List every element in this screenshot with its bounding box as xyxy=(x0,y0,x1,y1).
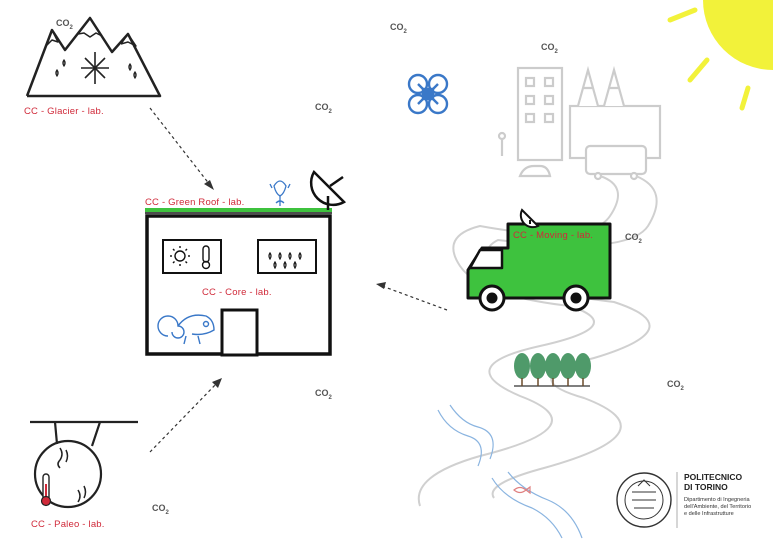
co2-tag: CO2 xyxy=(390,22,407,35)
co2-tag: CO2 xyxy=(315,102,332,115)
glacier-mountain-icon xyxy=(25,16,162,98)
fish-icon xyxy=(513,485,531,495)
department-line2: dell'Ambiente, del Territorio xyxy=(684,504,752,510)
paleo-thermometer-icon xyxy=(40,473,52,507)
core-lab-building xyxy=(145,208,332,357)
river-icon xyxy=(437,404,583,539)
department-line1: Dipartimento di Ingegneria xyxy=(684,497,750,503)
green-roof-lab-label: CC - Green Roof - lab. xyxy=(145,197,245,208)
sun-icon xyxy=(667,0,773,111)
co2-tag: CO2 xyxy=(56,18,73,31)
co2-tag: CO2 xyxy=(667,379,684,392)
glacier-lab-label: CC - Glacier - lab. xyxy=(24,106,104,117)
van-satellite-dish-icon xyxy=(519,208,540,229)
co2-tag: CO2 xyxy=(541,42,558,55)
institution-name-line2: DI TORINO xyxy=(684,482,728,492)
paleo-lab-cave-icon xyxy=(30,420,138,509)
satellite-dish-icon xyxy=(309,169,347,210)
arrow-paleo-to-core xyxy=(149,378,222,453)
arrow-glacier-to-core xyxy=(149,107,214,190)
moving-lab-label: CC - Moving - lab. xyxy=(513,230,594,241)
sun-sensor-icon xyxy=(170,246,190,266)
thermometer-icon xyxy=(201,245,211,270)
moving-lab-van xyxy=(466,222,612,312)
rain-drops-icon xyxy=(268,251,302,270)
trees-icon xyxy=(514,353,591,387)
politecnico-seal-logo xyxy=(616,472,672,528)
institution-logo-text: POLITECNICO DI TORINO Dipartimento di In… xyxy=(684,472,770,518)
co2-tag: CO2 xyxy=(625,232,642,245)
department-line3: e delle Infrastrutture xyxy=(684,511,734,517)
green-roof-sensor-icon xyxy=(269,180,291,206)
co2-tag: CO2 xyxy=(152,503,169,516)
city-background-icon xyxy=(497,65,662,181)
arrow-moving-to-core xyxy=(376,282,448,311)
paleo-lab-label: CC - Paleo - lab. xyxy=(31,519,105,530)
drone-icon xyxy=(407,73,449,115)
core-lab-label: CC - Core - lab. xyxy=(202,287,272,298)
institution-name-line1: POLITECNICO xyxy=(684,472,743,482)
co2-tag: CO2 xyxy=(315,388,332,401)
chameleon-icon xyxy=(157,314,215,345)
